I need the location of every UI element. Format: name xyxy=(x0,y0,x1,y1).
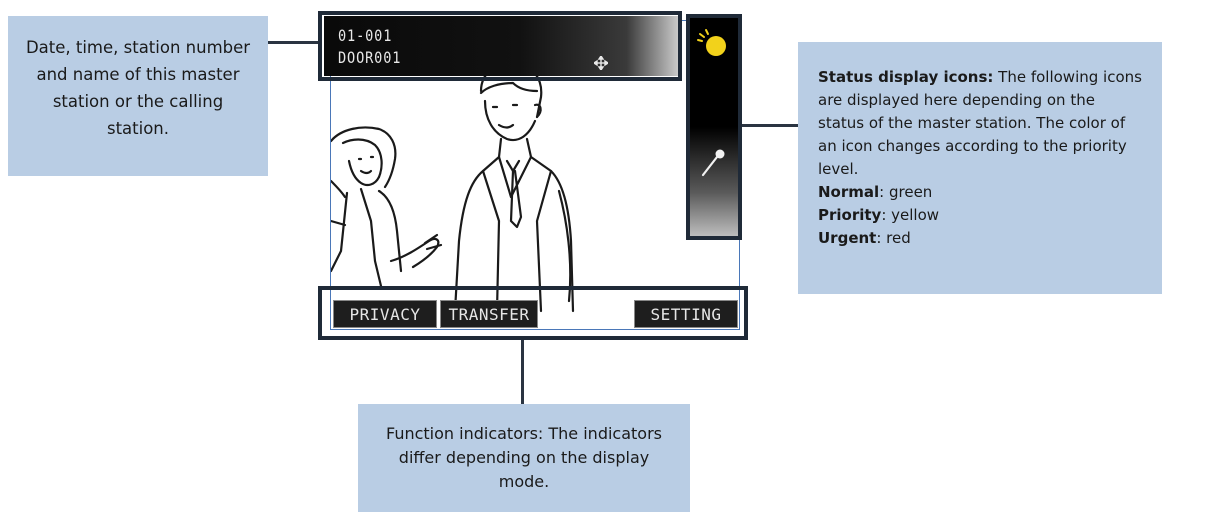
connector-bottom xyxy=(521,340,524,404)
frame-status-icons xyxy=(686,14,742,240)
callout-function-indicators: Function indicators: The indicators diff… xyxy=(358,404,690,512)
privacy-button[interactable]: PRIVACY xyxy=(333,300,437,328)
callout-status-icons: Status display icons: The following icon… xyxy=(798,42,1162,294)
level-priority-value: : yellow xyxy=(881,206,940,224)
level-normal-label: Normal xyxy=(818,183,880,201)
callout-date-time-station: Date, time, station number and name of t… xyxy=(8,16,268,176)
callout-bottom-text: Function indicators: The indicators diff… xyxy=(386,424,662,491)
level-urgent-label: Urgent xyxy=(818,229,877,247)
callout-right-title: Status display icons: xyxy=(818,68,994,86)
connector-right xyxy=(742,124,798,127)
transfer-button[interactable]: TRANSFER xyxy=(440,300,538,328)
status-icon-bar xyxy=(690,18,738,236)
station-number: 01-001 xyxy=(338,26,393,45)
level-urgent-value: : red xyxy=(876,229,911,247)
level-normal-value: : green xyxy=(879,183,933,201)
people-illustration xyxy=(331,61,575,313)
station-name: DOOR001 xyxy=(338,48,402,67)
microphone-icon xyxy=(701,149,725,177)
connector-left xyxy=(268,41,322,44)
frame-function-indicators xyxy=(318,286,748,340)
move-arrows-icon xyxy=(594,56,608,70)
level-priority-label: Priority xyxy=(818,206,882,224)
frame-station-info xyxy=(318,11,682,81)
setting-button[interactable]: SETTING xyxy=(634,300,738,328)
callout-left-text: Date, time, station number and name of t… xyxy=(25,38,251,138)
callout-right-text: The following icons are displayed here d… xyxy=(818,68,1142,178)
sun-icon xyxy=(697,29,726,56)
station-info-bar: 01-001 DOOR001 xyxy=(324,16,680,76)
